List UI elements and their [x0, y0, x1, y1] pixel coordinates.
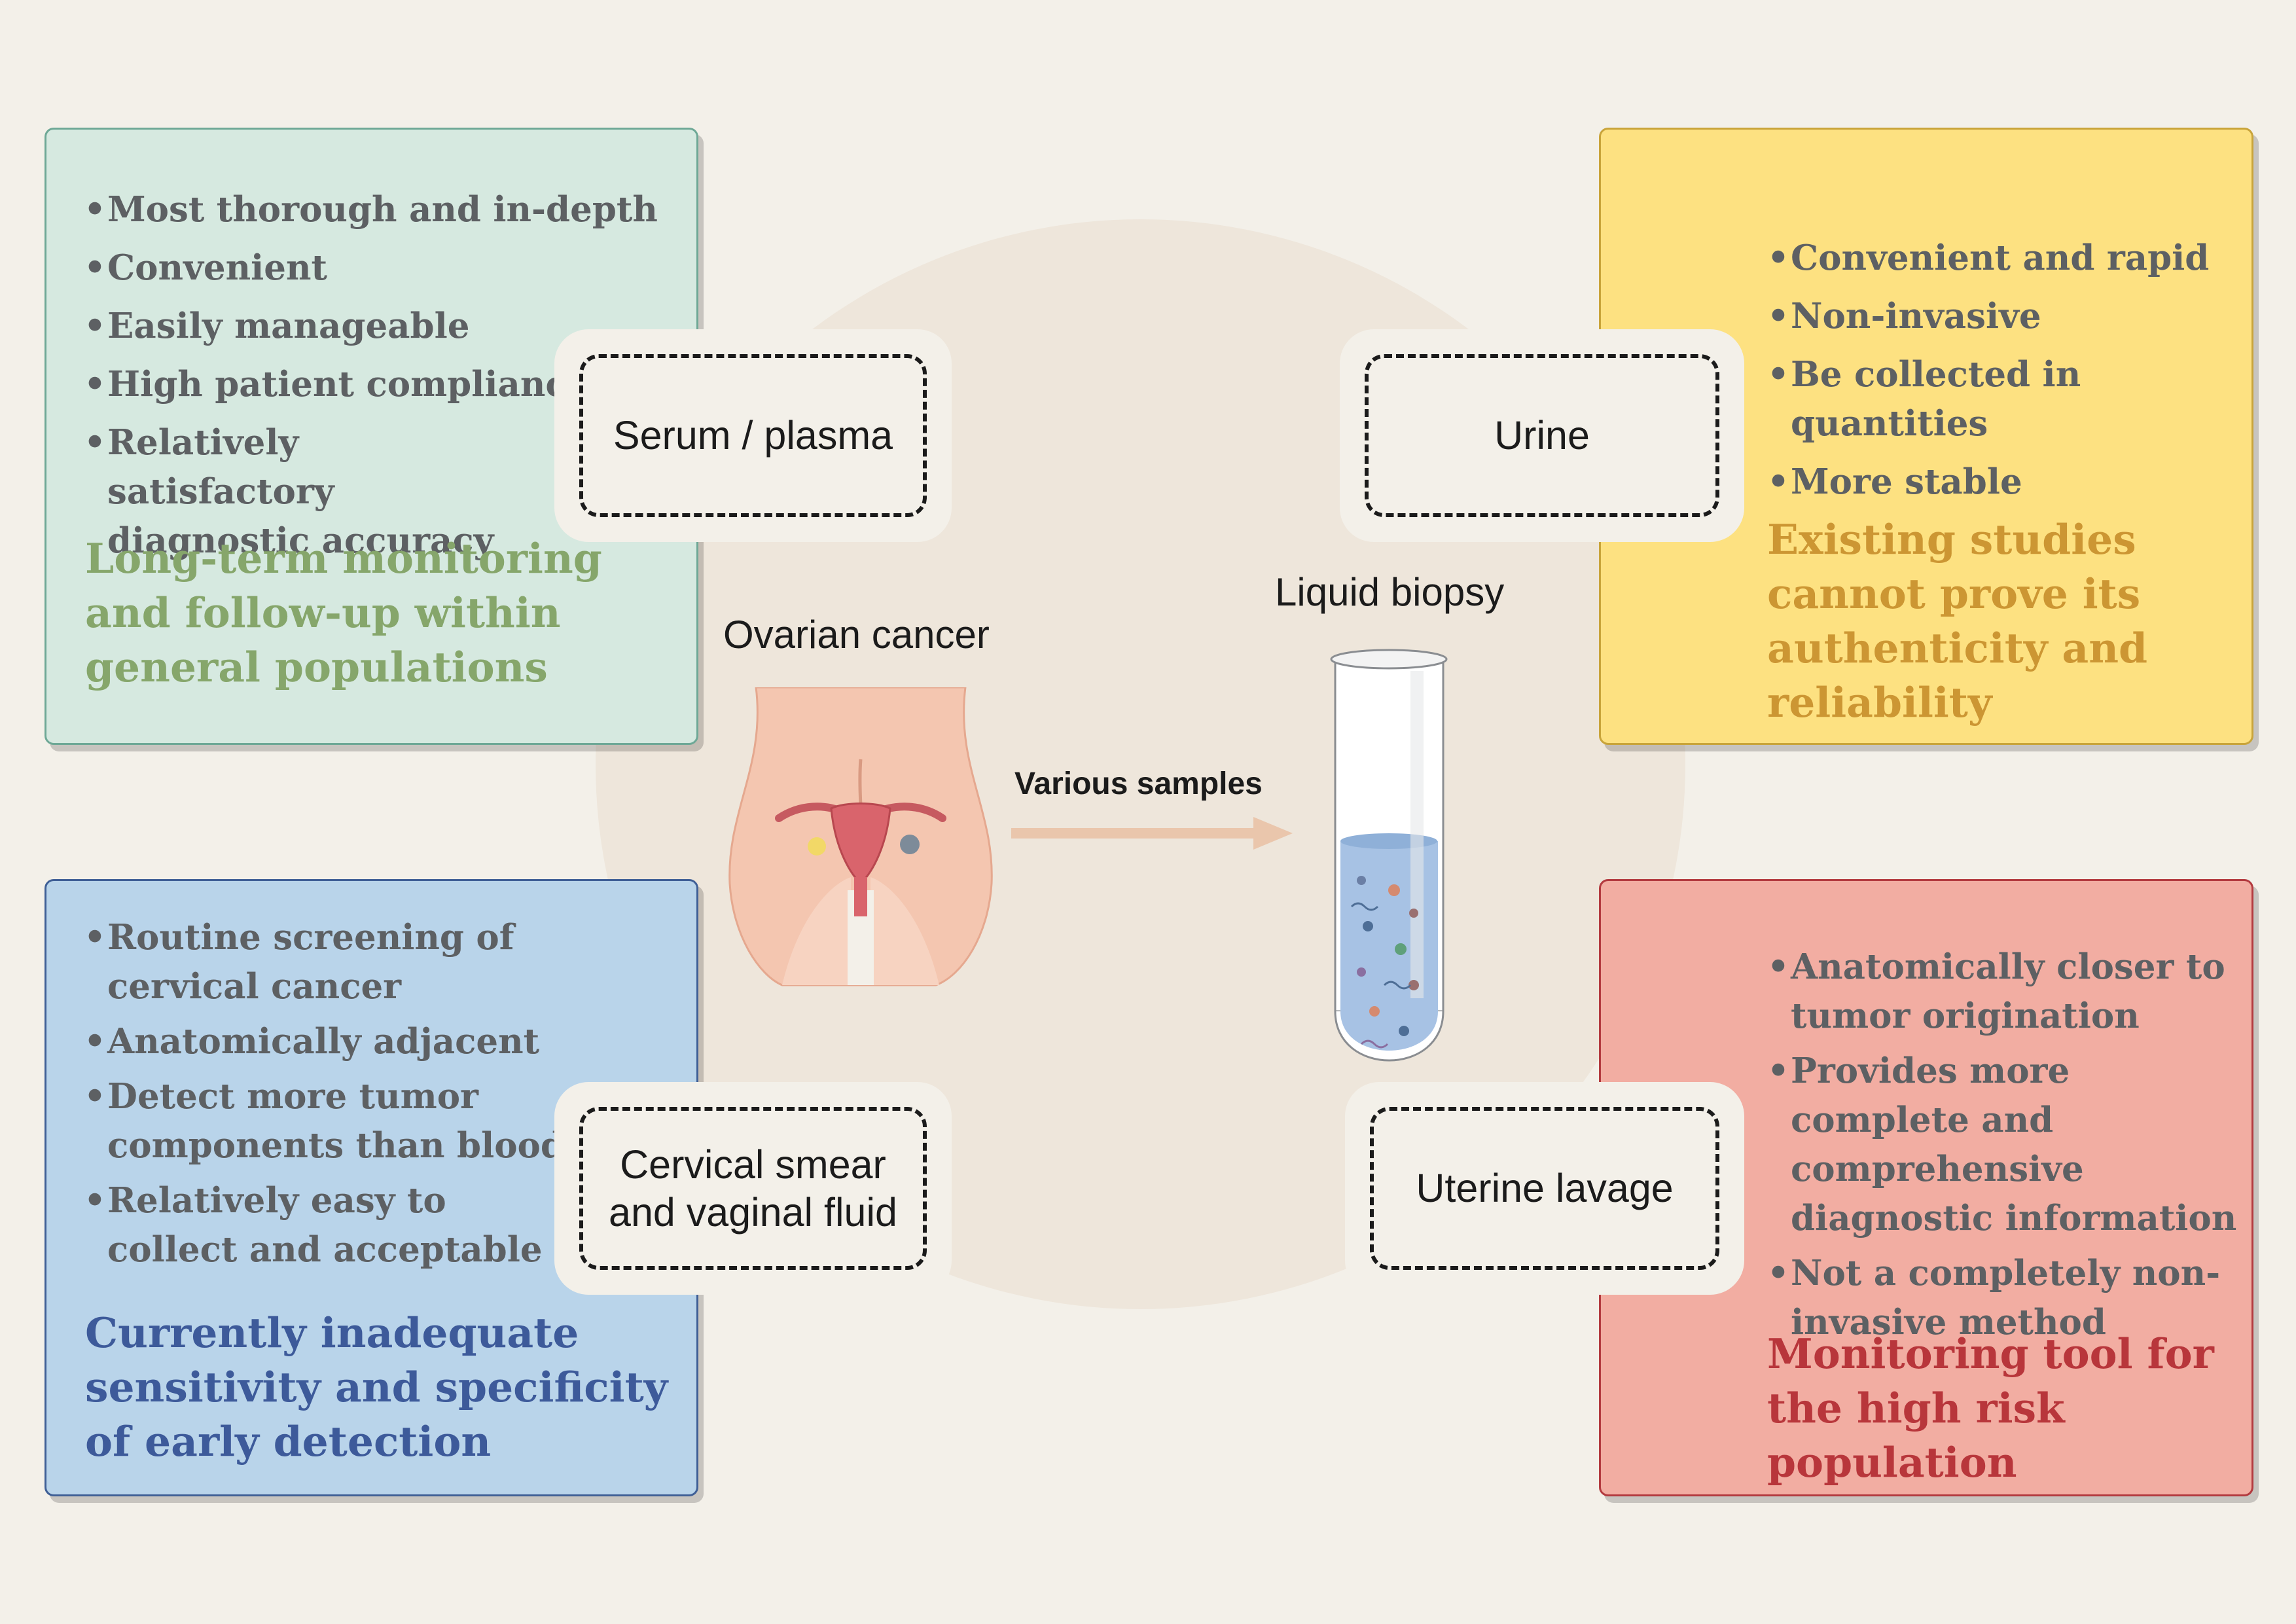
various-samples-label: Various samples — [1014, 767, 1263, 801]
serum-sample-box: Serum / plasma — [554, 329, 952, 542]
bullet-item: Relatively satisfactory diagnostic accur… — [84, 418, 526, 566]
ovarian-cancer-label: Ovarian cancer — [723, 613, 990, 657]
urine-sample-label: Urine — [1365, 354, 1719, 517]
cervical-sample-line1: Cervical smear — [620, 1142, 886, 1187]
pelvis-illustration — [728, 687, 993, 986]
bullet-item: Convenient and rapid — [1767, 234, 2251, 283]
cervical-conclusion: Currently inadequate sensitivity and spe… — [85, 1308, 668, 1466]
bullet-item: Anatomically adjacent — [84, 1017, 673, 1066]
serum-advantages-list: Most thorough and in-depth Convenient Ea… — [84, 185, 673, 575]
urine-conclusion: Existing studies cannot prove its authen… — [1767, 515, 2148, 727]
uterine-conclusion: Monitoring tool for the high risk popula… — [1767, 1329, 2214, 1487]
bullet-item: Relatively easy to collect and acceptabl… — [84, 1176, 579, 1274]
bullet-item: Most thorough and in-depth — [84, 185, 673, 234]
arrow-right-icon — [1011, 817, 1293, 850]
urine-advantages-list: Convenient and rapid Non-invasive Be col… — [1767, 234, 2251, 516]
serum-sample-label: Serum / plasma — [579, 354, 927, 517]
bullet-item: High patient compliance — [84, 360, 673, 409]
uterine-sample-label: Uterine lavage — [1370, 1107, 1719, 1270]
bullet-item: Easily manageable — [84, 302, 673, 351]
cervical-sample-label: Cervical smear and vaginal fluid — [579, 1107, 927, 1270]
bullet-item: Detect more tumor components than blood — [84, 1072, 579, 1170]
urine-sample-box: Urine — [1340, 329, 1744, 542]
bullet-item: More stable — [1767, 458, 2251, 507]
cervical-sample-box: Cervical smear and vaginal fluid — [554, 1082, 952, 1295]
bullet-item: Not a completely non-invasive method — [1767, 1249, 2238, 1347]
bullet-item: Routine screening of cervical cancer — [84, 913, 673, 1011]
uterine-sample-box: Uterine lavage — [1345, 1082, 1744, 1295]
liquid-biopsy-label: Liquid biopsy — [1275, 570, 1505, 614]
bullet-item: Convenient — [84, 244, 673, 293]
serum-conclusion: Long-term monitoring and follow-up withi… — [85, 534, 602, 691]
bullet-item: Provides more complete and comprehensive… — [1767, 1047, 2238, 1243]
test-tube-icon — [1330, 649, 1448, 1062]
cervical-advantages-list: Routine screening of cervical cancer Ana… — [84, 913, 673, 1280]
cervical-sample-line2: and vaginal fluid — [609, 1189, 897, 1235]
bullet-item: Anatomically closer to tumor origination — [1767, 943, 2238, 1041]
uterine-advantages-list: Anatomically closer to tumor origination… — [1767, 943, 2238, 1353]
bullet-item: Non-invasive — [1767, 292, 2251, 341]
bullet-item: Be collected in quantities — [1767, 350, 2251, 448]
